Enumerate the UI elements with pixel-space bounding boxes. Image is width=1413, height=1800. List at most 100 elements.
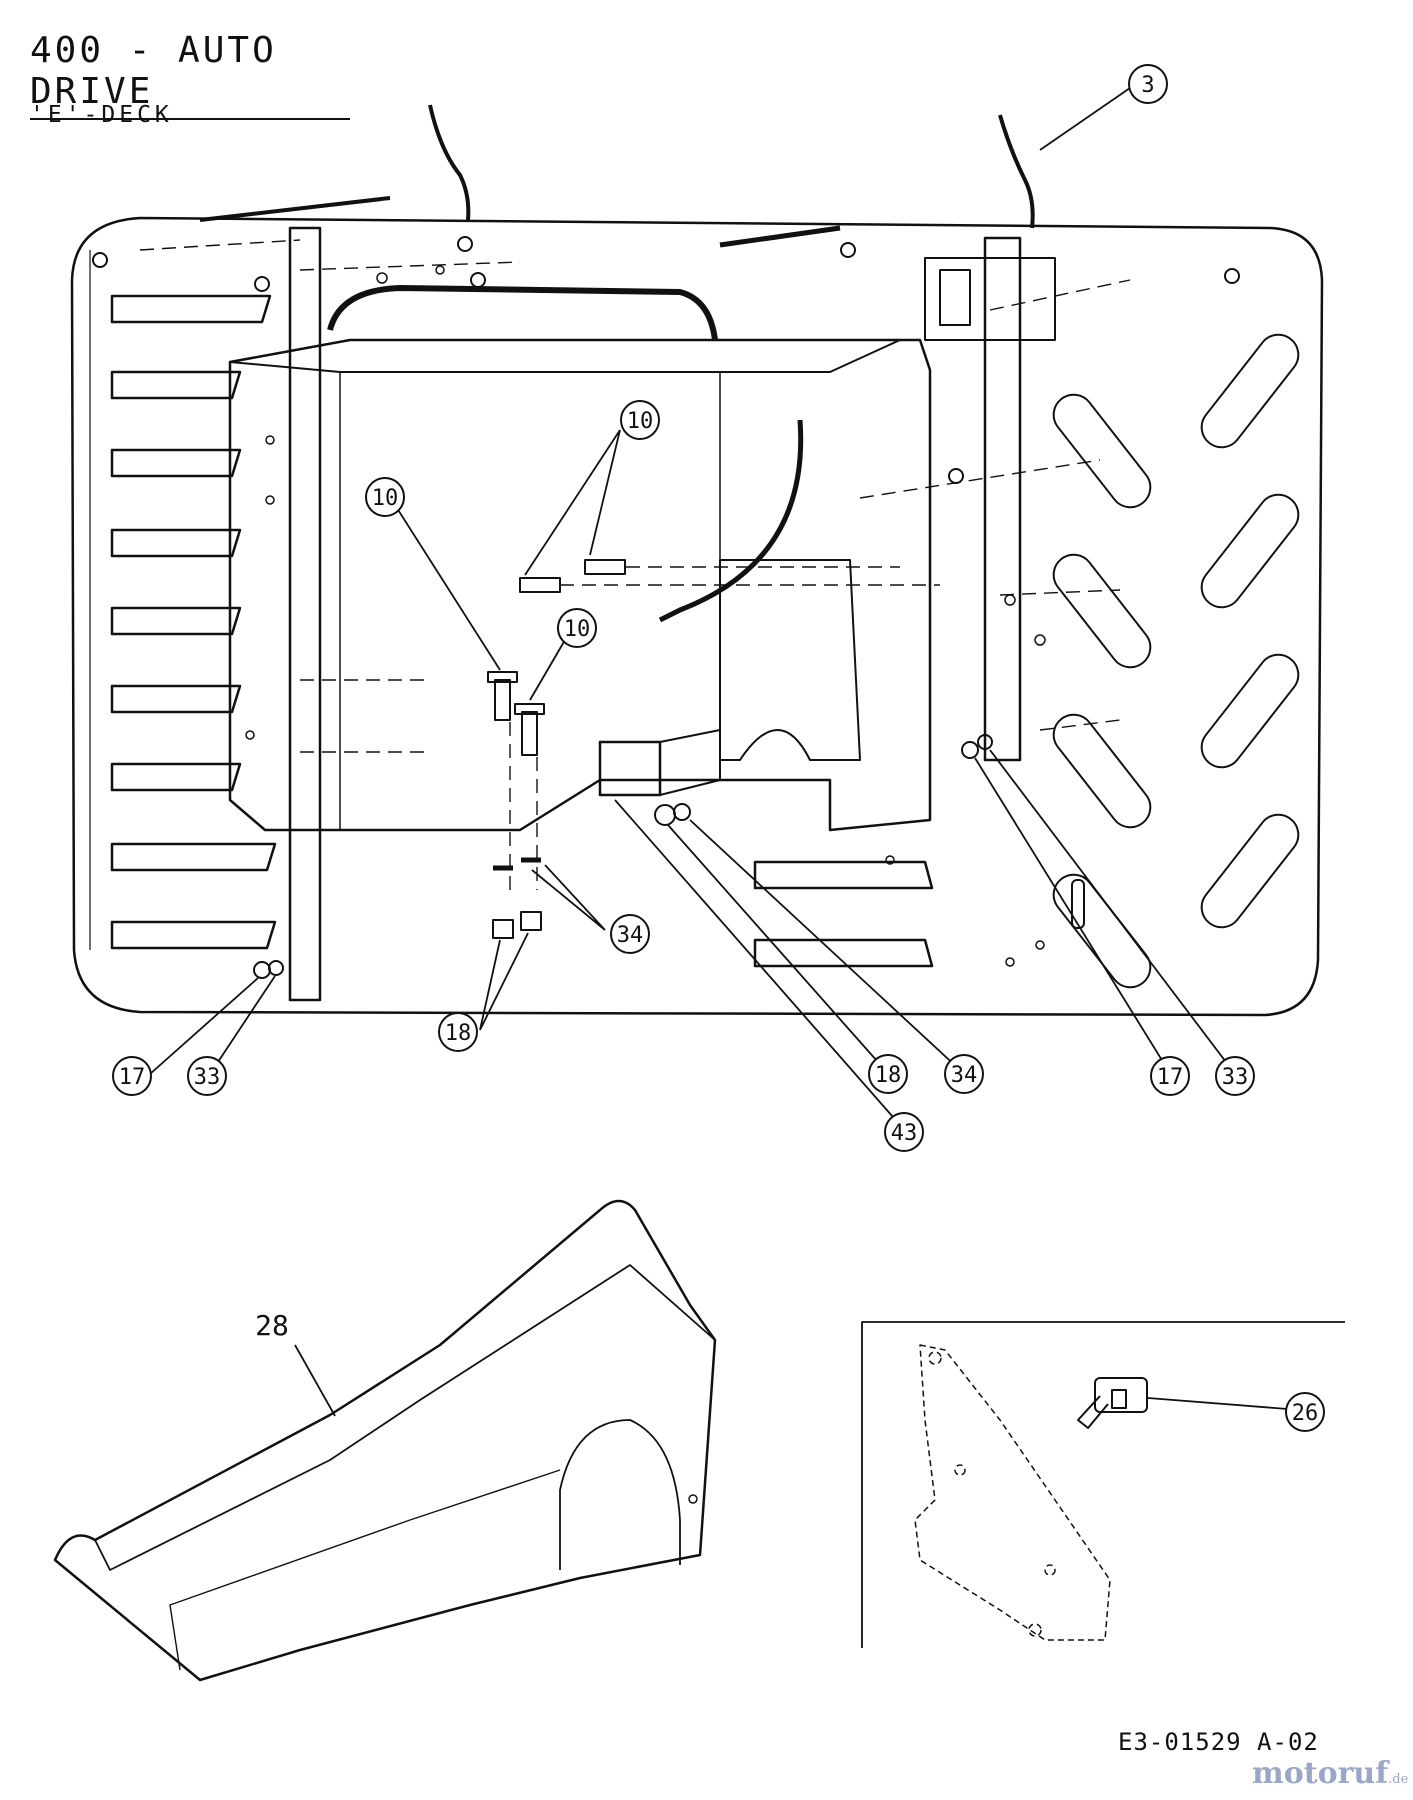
callout-33: 33 [1215, 1056, 1255, 1096]
callout-circle [187, 1056, 227, 1096]
bolt-top-mid-3 [840, 242, 856, 258]
callout-18: 18 [868, 1054, 908, 1094]
bolt-10-a [487, 671, 518, 721]
washer-33-right [977, 734, 993, 750]
guard-part-28-inner [169, 1469, 561, 1671]
callout-circle [365, 477, 405, 517]
watermark-tld: .de [1388, 1772, 1409, 1787]
frame-box-top [229, 339, 901, 373]
callout-circle [1150, 1056, 1190, 1096]
bolt-top-mid-2 [470, 272, 486, 288]
callout-label: 33 [1222, 1065, 1249, 1090]
inset-bracket-dashed [914, 1344, 1111, 1641]
callout-circle [557, 608, 597, 648]
callout-label: 10 [372, 486, 399, 511]
callout-label: 17 [1157, 1065, 1184, 1090]
guard-part-28-arch [559, 1419, 681, 1570]
callout-circle [1215, 1056, 1255, 1096]
part-label-28: 28 [255, 1309, 289, 1342]
callout-43: 43 [884, 1112, 924, 1152]
deck-holes [245, 265, 1046, 967]
lever-bracket-hook [939, 269, 971, 326]
callout-circle [944, 1054, 984, 1094]
washer-33-left [268, 960, 284, 976]
lever-bracket-box [924, 257, 1056, 341]
callout-label: 26 [1292, 1401, 1319, 1426]
top-rod [719, 225, 841, 248]
top-cable [199, 196, 391, 222]
callout-34: 34 [610, 914, 650, 954]
watermark-logo: motoruf.de [1252, 1756, 1408, 1791]
left-louvers [110, 294, 277, 950]
diagram-title: 400 - AUTO DRIVE [30, 30, 350, 120]
deck-plate-outline [70, 216, 1324, 1017]
nut-17-left [253, 961, 271, 979]
bolt-right-mid [948, 468, 964, 484]
deck-slot [1071, 879, 1085, 929]
callout-26: 26 [1285, 1392, 1325, 1432]
guard-part-28-outline [53, 1199, 717, 1682]
right-lever [998, 114, 1035, 229]
callout-circle [112, 1056, 152, 1096]
guard-part-28-hole [688, 1494, 698, 1504]
inset-frame [861, 1321, 1345, 1648]
left-lever [428, 104, 471, 221]
callout-10: 10 [365, 477, 405, 517]
frame-tube-body [659, 729, 721, 796]
right-diagonal-slots [1052, 333, 1300, 989]
drawing-code: E3-01529 A-02 [1118, 1728, 1319, 1756]
callout-10: 10 [557, 608, 597, 648]
bolt-left-2 [254, 276, 270, 292]
bolt-top-mid-1 [457, 236, 473, 252]
bolt-10-c [519, 577, 561, 593]
toggle-switch-26 [1077, 1377, 1148, 1429]
callout-10: 10 [620, 400, 660, 440]
left-side-panel [288, 226, 322, 1002]
bolt-10-b [514, 703, 545, 756]
leader-lines [149, 87, 1301, 1417]
bottom-louver-1 [753, 860, 934, 890]
nut-17-right [961, 741, 979, 759]
watermark-text: motoruf [1252, 1756, 1389, 1791]
washer-34-c [673, 803, 691, 821]
callout-label: 3 [1141, 73, 1154, 98]
callout-circle [1285, 1392, 1325, 1432]
lever-strip [983, 236, 1022, 762]
callout-34: 34 [944, 1054, 984, 1094]
nut-18-c [654, 804, 676, 826]
wire-harness [658, 419, 804, 623]
nut-18-a [492, 919, 514, 939]
callout-label: 18 [445, 1021, 472, 1046]
callout-group: 3 10 10 10 34 18 17 33 18 34 43 17 33 26 28 [112, 64, 1325, 1432]
callout-17: 17 [112, 1056, 152, 1096]
bolt-top-right [1224, 268, 1240, 284]
callout-3: 3 [1128, 64, 1168, 104]
callout-label: 43 [891, 1121, 918, 1146]
bolt-top-left [92, 252, 108, 268]
callout-circle [884, 1112, 924, 1152]
callout-33: 33 [187, 1056, 227, 1096]
frame-handle [327, 285, 718, 341]
callout-label: 17 [119, 1065, 146, 1090]
nut-18-b [520, 911, 542, 931]
callout-label: 10 [627, 409, 654, 434]
frame-tube [598, 740, 662, 797]
diagram-subtitle: 'E'-DECK [30, 102, 173, 128]
callout-circle [1128, 64, 1168, 104]
callout-label: 18 [875, 1063, 902, 1088]
callout-label: 10 [564, 617, 591, 642]
callout-18: 18 [438, 1012, 478, 1052]
callout-circle [610, 914, 650, 954]
callout-label: 33 [194, 1065, 221, 1090]
callout-circle [438, 1012, 478, 1052]
callout-circle [868, 1054, 908, 1094]
callout-circle [620, 400, 660, 440]
callout-label: 34 [617, 923, 644, 948]
callout-label: 34 [951, 1063, 978, 1088]
side-bracket [719, 559, 861, 761]
callout-17: 17 [1150, 1056, 1190, 1096]
guard-part-28-ridge [94, 1264, 716, 1571]
bottom-louver-2 [753, 938, 934, 968]
bolt-10-d [584, 559, 626, 575]
